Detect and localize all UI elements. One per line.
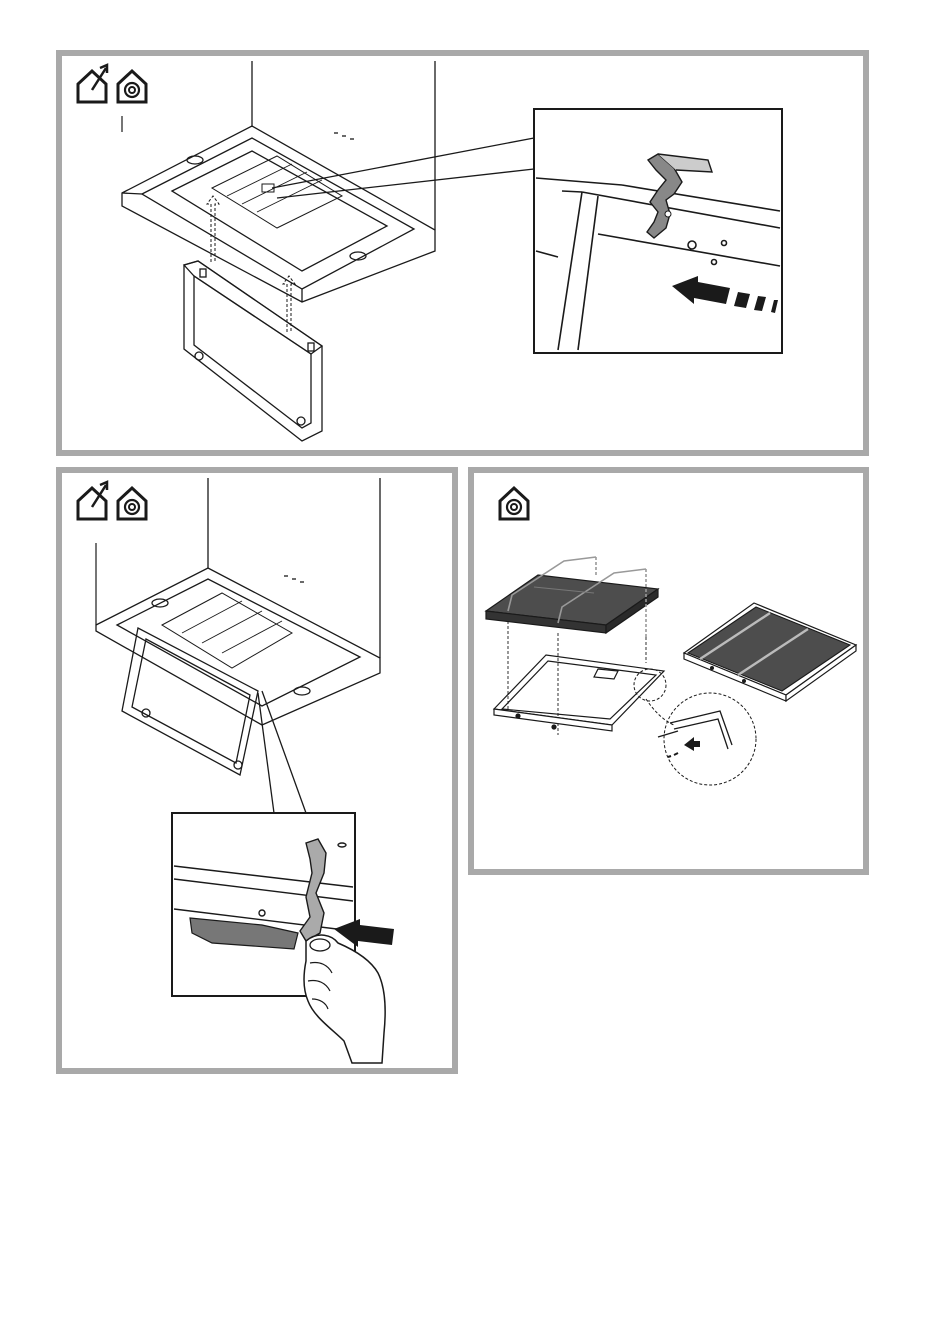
diagram-hood-open-frame [62,473,452,1068]
magnifier-callout [634,669,756,785]
recirculation-mode-icon [118,488,146,519]
detail-inset-hook [534,109,782,353]
diagram-hood-filter-frame [62,56,863,450]
grease-filter-frame [494,655,664,731]
diagram-carbon-filter [474,473,863,869]
exhaust-mode-icon [78,65,107,102]
hood-chimney [252,61,435,230]
panel-attach-filter-frame [56,50,869,456]
hood-canopy [122,126,435,302]
detail-inset-latch [172,813,394,1063]
exhaust-mode-icon [78,482,107,519]
small-arrow-icon [684,737,700,751]
grease-filter-frame-open [122,628,258,775]
recirculation-mode-icon [118,71,146,102]
carbon-filter [486,557,658,637]
panel-open-filter-frame [56,467,458,1074]
recirculation-mode-icon [500,488,528,519]
insert-arrow-up [207,196,295,332]
panel-insert-carbon-filter [468,467,869,875]
carbon-filter-assembled [684,603,856,701]
